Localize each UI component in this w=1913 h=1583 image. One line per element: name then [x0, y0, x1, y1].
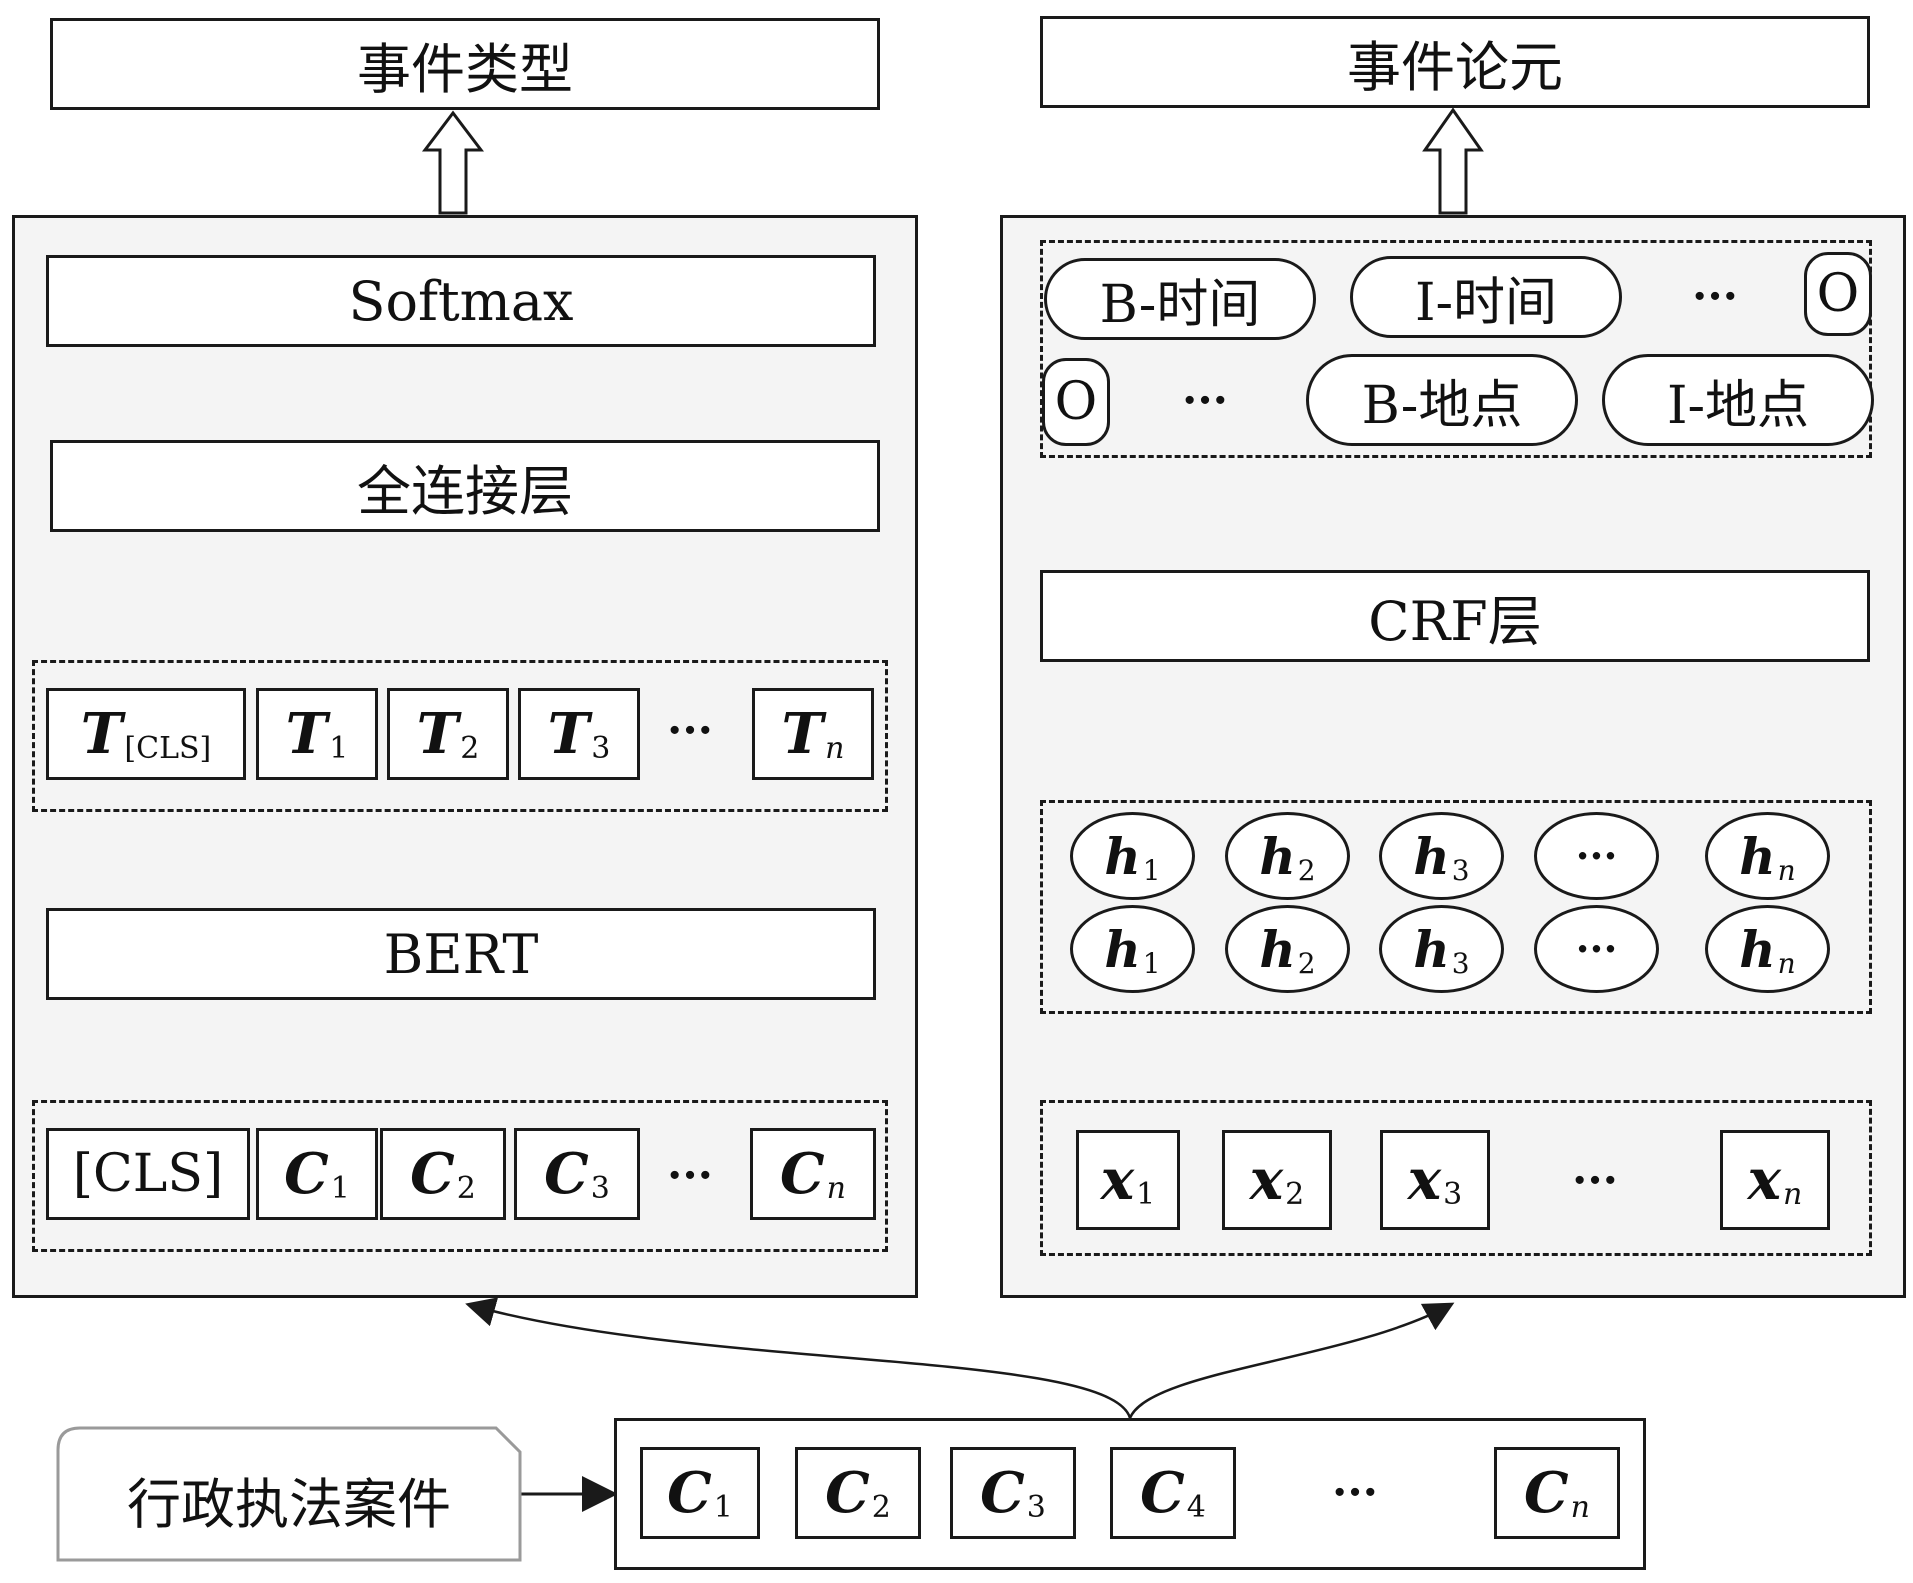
- t-token-cls: T[CLS]: [46, 688, 246, 780]
- crf-layer: CRF层: [1040, 570, 1870, 662]
- h-forward-ellipsis: ···: [1534, 905, 1659, 993]
- tag-i-time: I-时间: [1350, 256, 1622, 338]
- softmax-layer: Softmax: [46, 255, 876, 347]
- tag-row1-ellipsis: ···: [1692, 270, 1738, 322]
- bert-layer: BERT: [46, 908, 876, 1000]
- event-type-label: 事件类型: [357, 37, 573, 101]
- crf-label: CRF层: [1368, 589, 1542, 653]
- fc-layer-label: 全连接层: [357, 459, 573, 523]
- c-token-ellipsis: ···: [667, 1149, 713, 1201]
- input-ellipsis: ···: [1332, 1466, 1378, 1518]
- t-token-ellipsis: ···: [667, 704, 713, 756]
- tag-output-group: [1040, 240, 1872, 458]
- tag-o-row1: O: [1804, 252, 1872, 336]
- tag-i-location: I-地点: [1602, 354, 1874, 446]
- event-type-output: 事件类型: [50, 18, 880, 110]
- bert-output-group: [32, 660, 888, 812]
- bert-input-group: [32, 1100, 888, 1252]
- tag-o-row2: O: [1042, 358, 1110, 446]
- c-token-cls: [CLS]: [46, 1128, 250, 1220]
- tag-b-time: B-时间: [1044, 258, 1316, 340]
- event-argument-label: 事件论元: [1347, 35, 1563, 99]
- source-document: 行政执法案件: [58, 1440, 520, 1558]
- bert-label: BERT: [383, 922, 539, 986]
- bilstm-group: [1040, 800, 1872, 1014]
- x-input-group: [1040, 1100, 1872, 1256]
- tag-row2-ellipsis: ···: [1182, 374, 1228, 426]
- softmax-label: Softmax: [348, 269, 574, 333]
- source-document-label: 行政执法案件: [127, 1472, 451, 1536]
- tag-b-location: B-地点: [1306, 354, 1578, 446]
- arrow-softmax-to-event-type: [421, 110, 485, 215]
- event-argument-output: 事件论元: [1040, 16, 1870, 108]
- x-token-ellipsis: ···: [1572, 1154, 1618, 1206]
- h-backward-ellipsis: ···: [1534, 812, 1659, 900]
- arrow-crf-to-event-argument: [1422, 107, 1484, 215]
- input-fanout-curves: [465, 1297, 1455, 1419]
- fully-connected-layer: 全连接层: [50, 440, 880, 532]
